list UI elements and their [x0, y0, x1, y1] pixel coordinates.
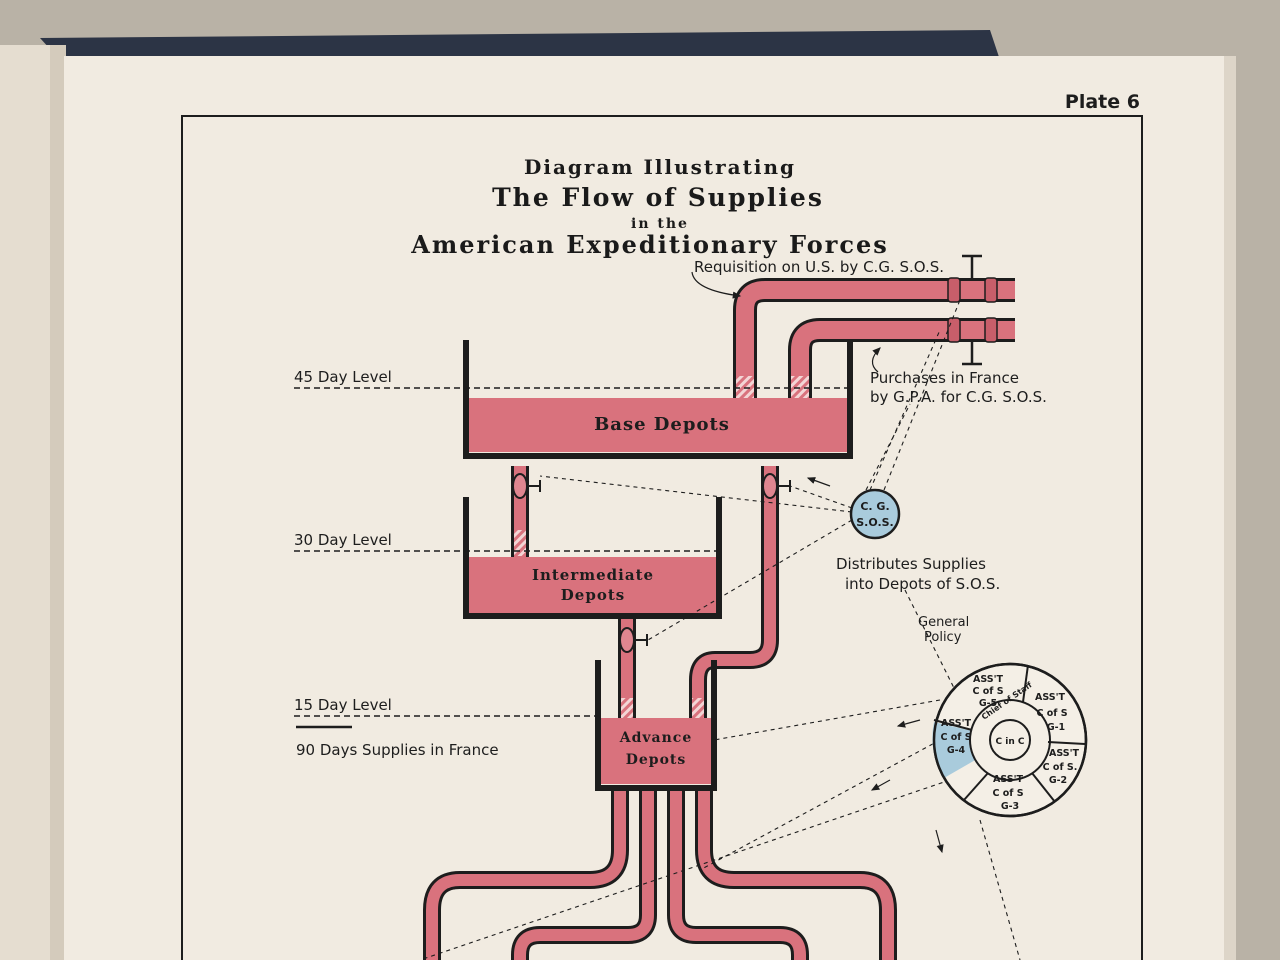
- g3-label-1: ASS'T: [993, 774, 1024, 785]
- g1-label-3: G-1: [1047, 722, 1065, 733]
- title-line-4: American Expeditionary Forces: [410, 230, 889, 259]
- title-line-2: The Flow of Supplies: [492, 183, 824, 212]
- purchases-annotation-1: Purchases in France: [870, 369, 1019, 387]
- outlet-valve-icon: [512, 473, 791, 653]
- g2-label-3: G-2: [1049, 775, 1067, 786]
- inflow-pipes: [733, 278, 1015, 398]
- advance-depot-tank: Advance Depots: [595, 660, 717, 791]
- advance-depot-label-2: Depots: [626, 752, 687, 768]
- control-arrow: [935, 829, 944, 854]
- book-cover-edge: [40, 30, 1000, 60]
- plate-number: Plate 6: [1065, 91, 1140, 113]
- distributes-annotation-1: Distributes Supplies: [836, 555, 986, 573]
- cg-sos-label-2: S.O.S.: [856, 516, 894, 529]
- total-supplies-label: 90 Days Supplies in France: [296, 741, 499, 759]
- pipe-flow-hatch: [621, 698, 633, 718]
- cg-sos-node: C. G. S.O.S.: [849, 488, 901, 540]
- g1-label-2: C of S: [1036, 708, 1067, 719]
- g5-label-1: ASS'T: [973, 674, 1004, 685]
- valve-handle-icon: [962, 254, 982, 366]
- intermediate-depot-tank: Intermediate Depots: [463, 497, 722, 619]
- general-policy-label-1: General: [918, 615, 969, 630]
- title-line-1: Diagram Illustrating: [524, 155, 796, 179]
- page-edge: [1224, 56, 1236, 960]
- control-arrow: [870, 779, 891, 791]
- title-line-3: in the: [631, 216, 689, 232]
- pipe-flow-hatch: [791, 376, 809, 398]
- level-45-label: 45 Day Level: [294, 368, 392, 386]
- base-depot-tank: Base Depots: [463, 340, 853, 459]
- base-depot-label: Base Depots: [594, 414, 730, 435]
- advance-depot-label-1: Advance: [619, 730, 692, 746]
- requisition-annotation: Requisition on U.S. by C.G. S.O.S.: [694, 258, 944, 276]
- g5-label-3: G-5: [979, 698, 997, 709]
- pipe-flow-hatch: [514, 530, 526, 556]
- g2-label-1: ASS'T: [1049, 748, 1080, 759]
- level-30-label: 30 Day Level: [294, 531, 392, 549]
- purchases-arrow: [871, 347, 881, 373]
- c-in-c-label: C in C: [996, 737, 1025, 747]
- level-15-label: 15 Day Level: [294, 696, 392, 714]
- plate-frame: [181, 115, 1143, 960]
- pipe-couplings: [947, 277, 998, 343]
- book-gutter: [50, 45, 66, 960]
- g1-label-1: ASS'T: [1035, 692, 1066, 703]
- g3-label-2: C of S: [992, 788, 1023, 799]
- control-arrow: [806, 477, 831, 487]
- g4-label-3: G-4: [947, 745, 966, 756]
- g2-label-2: C of S.: [1043, 762, 1078, 773]
- g5-label-2: C of S: [972, 686, 1003, 697]
- general-policy-label-2: Policy: [924, 630, 962, 645]
- control-arrow: [896, 719, 921, 728]
- intermediate-depot-label-1: Intermediate: [532, 566, 654, 584]
- g4-label-2: C of S: [940, 732, 971, 743]
- pipe-flow-hatch: [692, 698, 704, 718]
- pipe-flow-hatch: [736, 376, 754, 398]
- purchases-annotation-2: by G.P.A. for C.G. S.O.S.: [870, 388, 1047, 406]
- distributes-annotation-2: into Depots of S.O.S.: [845, 575, 1000, 593]
- cg-sos-label-1: C. G.: [860, 500, 889, 513]
- g4-label-1: ASS'T: [941, 718, 972, 729]
- g3-label-3: G-3: [1001, 801, 1019, 812]
- level-lines: [294, 387, 850, 717]
- staff-circle: C in C Chief of Staff ASS'T C of S G-5 A…: [932, 662, 1088, 818]
- diagram-title: Diagram Illustrating The Flow of Supplie…: [410, 155, 889, 259]
- left-page: [0, 45, 58, 960]
- requisition-arrow: [691, 271, 742, 299]
- intermediate-depot-label-2: Depots: [561, 586, 625, 604]
- control-lines: [419, 299, 1021, 960]
